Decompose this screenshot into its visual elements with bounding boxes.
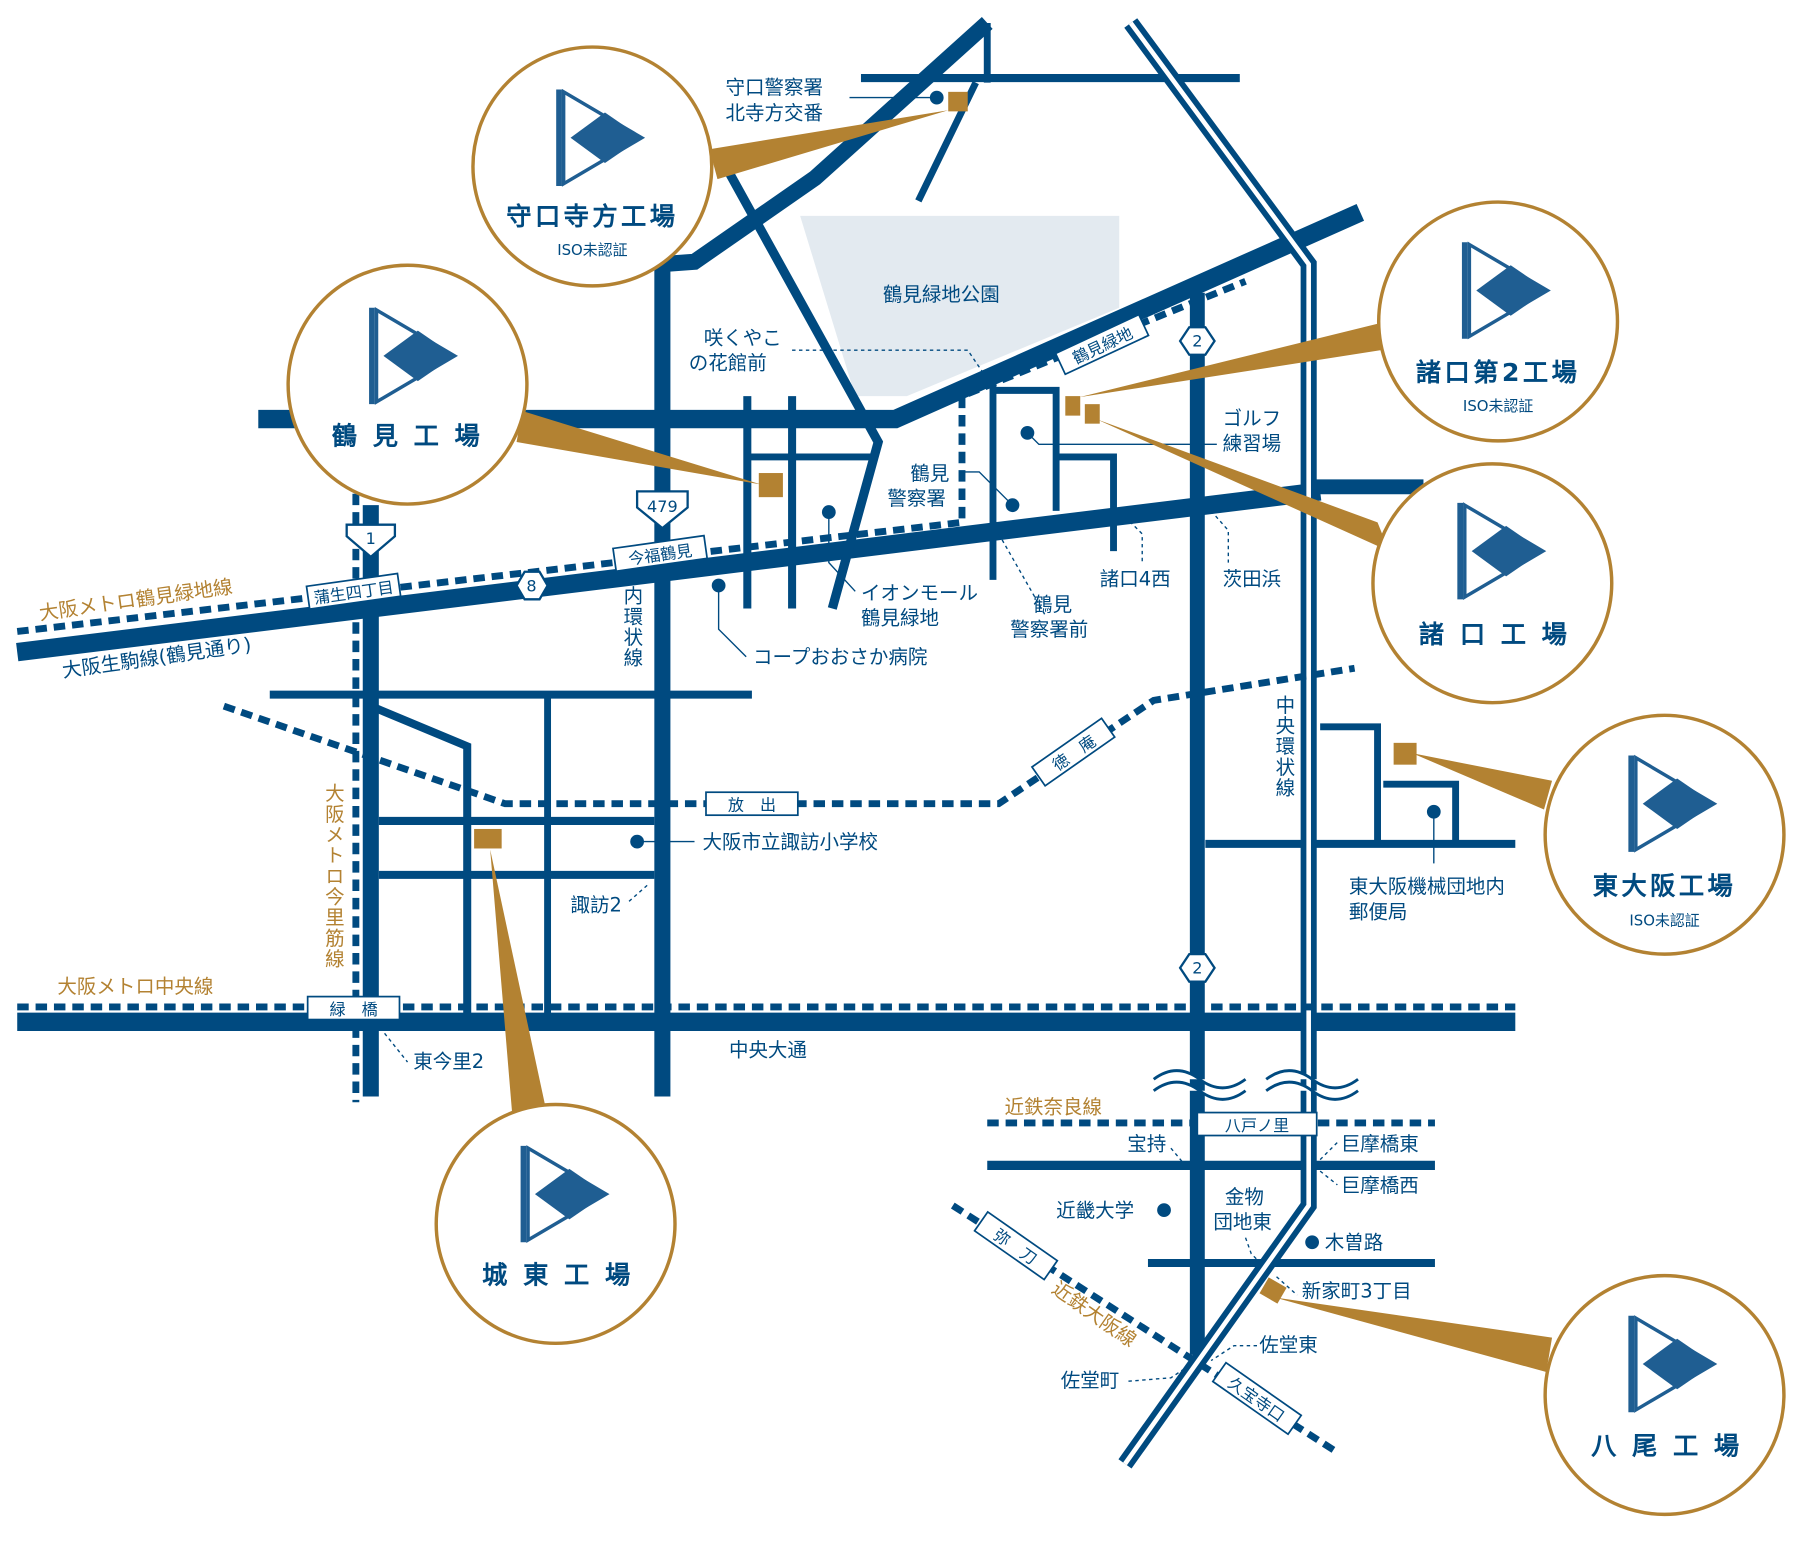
svg-text:茨田浜: 茨田浜 (1223, 568, 1282, 591)
svg-text:木曽路: 木曽路 (1325, 1231, 1384, 1254)
svg-text:近畿大学: 近畿大学 (1056, 1199, 1134, 1222)
road-label-naikanjo: 内環状線 (620, 586, 643, 669)
svg-text:2: 2 (1192, 959, 1202, 978)
svg-text:団地東: 団地東 (1213, 1211, 1272, 1234)
factory-moroguchi-2[interactable]: 諸口第2工場 ISO未認証 (1376, 200, 1620, 443)
route-2-shield: 2 (1178, 326, 1216, 356)
factory-joto[interactable]: 城 東 工 場 (434, 1102, 677, 1346)
station-midoribashi[interactable]: 緑 橋 (306, 995, 401, 1021)
route-2-shield: 2 (1178, 952, 1216, 983)
station-tokuan[interactable]: 徳 庵 (1030, 717, 1116, 788)
svg-text:佐堂東: 佐堂東 (1259, 1333, 1318, 1356)
factory-tsurumi[interactable]: 鶴 見 工 場 (286, 263, 529, 506)
road-label-chuo-odori: 中央大通 (729, 1038, 807, 1061)
svg-text:2: 2 (1192, 332, 1202, 351)
svg-text:コープおおさか病院: コープおおさか病院 (753, 646, 927, 669)
line-label-imazatosuji: 大阪メトロ今里筋線 (321, 783, 344, 969)
svg-text:諸口第2工場: 諸口第2工場 (1416, 358, 1580, 387)
svg-text:警察署: 警察署 (887, 487, 946, 510)
svg-text:巨摩橋東: 巨摩橋東 (1341, 1132, 1419, 1155)
svg-text:八戸ノ里: 八戸ノ里 (1225, 1116, 1289, 1135)
svg-text:東大阪工場: 東大阪工場 (1593, 871, 1736, 900)
route-479-shield: 479 (635, 490, 689, 530)
svg-text:鶴見緑地: 鶴見緑地 (861, 607, 939, 630)
svg-text:放 出: 放 出 (728, 796, 776, 815)
svg-text:鶴見: 鶴見 (910, 462, 949, 485)
svg-text:八 尾 工 場: 八 尾 工 場 (1591, 1432, 1742, 1461)
factory-marker (948, 91, 968, 112)
svg-text:鶴 見 工 場: 鶴 見 工 場 (332, 421, 483, 450)
factory-marker (758, 473, 783, 498)
factory-yao[interactable]: 八 尾 工 場 (1543, 1273, 1786, 1517)
svg-text:1: 1 (366, 529, 376, 548)
svg-text:ISO未認証: ISO未認証 (557, 241, 627, 259)
svg-text:佐堂町: 佐堂町 (1061, 1369, 1120, 1392)
svg-text:咲くやこ: 咲くやこ (704, 326, 782, 349)
svg-text:練習場: 練習場 (1223, 432, 1282, 455)
svg-text:鶴見: 鶴見 (1033, 593, 1072, 616)
svg-text:東今里2: 東今里2 (413, 1050, 484, 1073)
line-label-kintetsu-nara: 近鉄奈良線 (1004, 1096, 1102, 1119)
svg-text:郵便局: 郵便局 (1349, 901, 1408, 924)
svg-text:大阪市立諏訪小学校: 大阪市立諏訪小学校 (703, 830, 879, 853)
svg-text:諸口4西: 諸口4西 (1100, 568, 1171, 591)
svg-text:新家町3丁目: 新家町3丁目 (1302, 1279, 1412, 1302)
route-1-shield: 1 (345, 523, 397, 559)
station-hanaten[interactable]: 放 出 (705, 791, 799, 817)
landmarks: 守口警察署 北寺方交番 咲くやこ の花館前 ゴルフ 練習場 鶴見 警察署 イオン… (384, 76, 1505, 1392)
station-mito[interactable]: 弥 刀 (973, 1210, 1059, 1281)
svg-text:諸 口 工 場: 諸 口 工 場 (1419, 620, 1570, 649)
factory-marker (474, 828, 502, 849)
factory-marker (1259, 1277, 1287, 1304)
svg-text:緑 橋: 緑 橋 (329, 1000, 377, 1019)
svg-text:イオンモール: イオンモール (861, 581, 978, 604)
factory-marker (1065, 396, 1081, 416)
svg-text:城 東 工 場: 城 東 工 場 (482, 1261, 633, 1290)
line-label-chuo: 大阪メトロ中央線 (57, 975, 213, 998)
svg-text:守口寺方工場: 守口寺方工場 (506, 202, 678, 231)
road-label-chuokanjo: 中央環状線 (1272, 695, 1295, 798)
factory-moriguchi-terakata[interactable]: 守口寺方工場 ISO未認証 (471, 45, 714, 288)
factory-higashi-osaka[interactable]: 東大阪工場 ISO未認証 (1543, 713, 1786, 956)
station-gamo-yonchome[interactable]: 蒲生四丁目 (305, 572, 402, 611)
svg-text:金物: 金物 (1225, 1185, 1264, 1208)
route-8-shield: 8 (515, 570, 549, 601)
svg-text:479: 479 (647, 497, 678, 516)
park-label: 鶴見緑地公園 (883, 283, 1000, 306)
svg-text:守口警察署: 守口警察署 (726, 76, 824, 99)
svg-text:諏訪2: 諏訪2 (571, 894, 622, 917)
svg-text:8: 8 (526, 576, 536, 595)
park-area (800, 215, 1120, 397)
factory-marker (1393, 742, 1417, 765)
factory-callouts (474, 91, 1553, 1373)
svg-text:ゴルフ: ゴルフ (1223, 407, 1282, 430)
station-kyuhojiguchi[interactable]: 久宝寺口 (1211, 1361, 1303, 1436)
svg-text:巨摩橋西: 巨摩橋西 (1341, 1174, 1419, 1197)
factory-moroguchi[interactable]: 諸 口 工 場 (1371, 462, 1614, 705)
svg-text:東大阪機械団地内: 東大阪機械団地内 (1349, 875, 1505, 898)
svg-text:の花館前: の花館前 (689, 352, 767, 375)
svg-text:北寺方交番: 北寺方交番 (726, 101, 824, 124)
factory-marker (1084, 404, 1100, 424)
station-yaenosato[interactable]: 八戸ノ里 (1196, 1111, 1318, 1137)
svg-text:警察署前: 警察署前 (1010, 618, 1088, 641)
svg-text:ISO未認証: ISO未認証 (1463, 397, 1533, 415)
svg-text:ISO未認証: ISO未認証 (1629, 911, 1699, 929)
svg-text:宝持: 宝持 (1127, 1132, 1166, 1155)
